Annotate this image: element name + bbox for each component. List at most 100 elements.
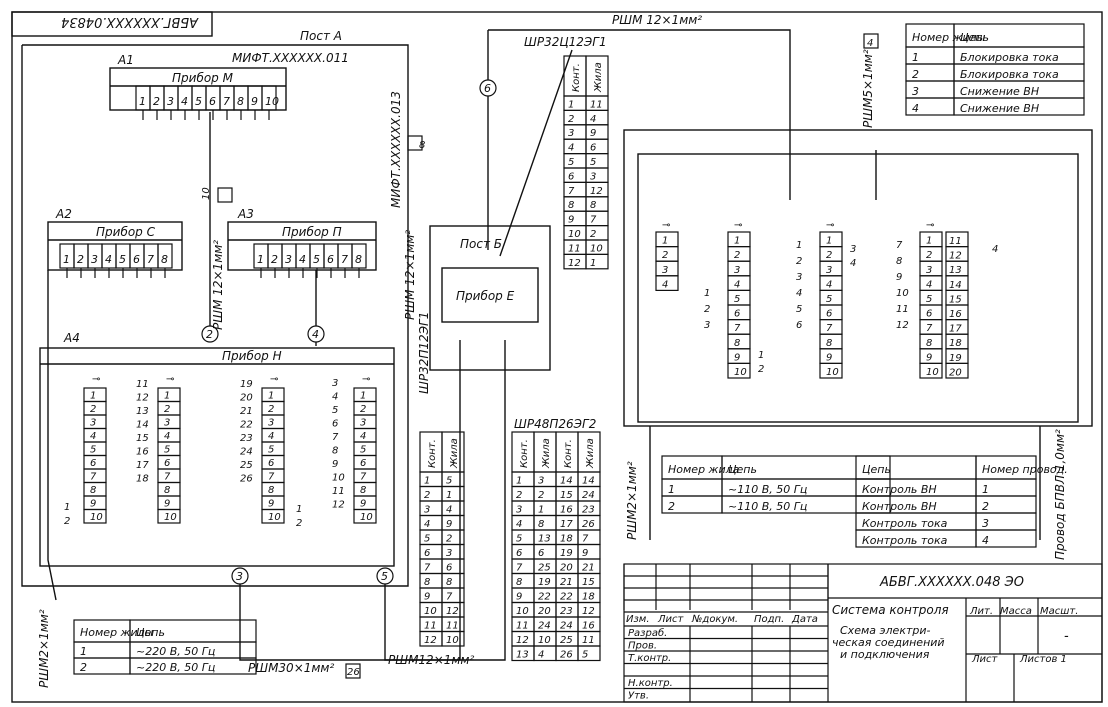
shr48-value: 21 xyxy=(560,577,573,588)
h-block-4-label: 6 xyxy=(360,458,366,469)
shr32-value: 1 xyxy=(568,99,574,110)
h-block-1-label: 10 xyxy=(90,512,103,523)
right-block-4-cell xyxy=(919,362,943,379)
h-block-3-wire-label: 24 xyxy=(240,447,253,458)
shr32-value: 2 xyxy=(590,229,596,240)
shr32p-value: 9 xyxy=(424,592,430,603)
table-right-header: Номер провод. xyxy=(982,463,1068,476)
table-mid-header: Цепь xyxy=(728,463,757,476)
shr32-title: ШР32Ц12ЭГ1 xyxy=(524,35,607,49)
table-right-value: 4 xyxy=(982,534,989,547)
device-m-pin-label: 8 xyxy=(237,95,244,108)
title-col-header: Подп. xyxy=(754,614,784,625)
right-block-2-label: 6 xyxy=(734,309,740,320)
shr32-value: 3 xyxy=(590,171,596,182)
device-c-pin-label: 7 xyxy=(147,253,154,266)
shr48-value: 11 xyxy=(516,621,529,632)
shr48-value: 24 xyxy=(538,621,551,632)
shr32p-header: Жила xyxy=(449,438,460,469)
h-block-3-label: 1 xyxy=(268,391,274,402)
h-block-2-wire-label: 11 xyxy=(136,379,149,390)
h-block-2-label: 3 xyxy=(164,418,170,429)
title-sheet: Лист xyxy=(971,654,999,665)
shr48-value: 11 xyxy=(582,635,595,646)
right-block-4-label: 10 xyxy=(926,367,939,378)
shr32-value: 3 xyxy=(568,128,574,139)
h-block-2-wire-label: 15 xyxy=(136,433,149,444)
shr48-value: 2 xyxy=(516,490,522,501)
right-block-4-right-label: 17 xyxy=(949,324,962,335)
right-block-4-label: 8 xyxy=(926,338,932,349)
table-mid-cell xyxy=(721,495,891,514)
h-block-4-wire-label: 11 xyxy=(332,486,345,497)
device-p-doc: МИФТ.XXXXXX.013 xyxy=(389,91,403,208)
cable-top: РШМ 12×1мм² xyxy=(612,13,702,27)
device-c-pin-label: 1 xyxy=(63,253,70,266)
shr48-value: 8 xyxy=(538,519,544,530)
h-block-4-wire-label: 5 xyxy=(332,405,338,416)
right-block-4-extra-label: 4 xyxy=(992,244,998,255)
shr32-value: 5 xyxy=(590,157,596,168)
right-block-1-label: 1 xyxy=(662,236,668,247)
shr32-header: Жила xyxy=(593,62,604,93)
shr32p-value: 10 xyxy=(424,606,437,617)
title-block xyxy=(623,563,1103,703)
node-5-label: 5 xyxy=(381,570,388,583)
right-block-3-label: 9 xyxy=(826,352,832,363)
shr48-value: 12 xyxy=(516,635,529,646)
h-block-2-wire-label: 13 xyxy=(136,406,149,417)
device-c-name: Прибор С xyxy=(96,225,156,239)
shr32p-value: 8 xyxy=(446,577,452,588)
device-p-pin-label: 3 xyxy=(285,253,292,266)
node-6 xyxy=(479,79,497,97)
shr48-value: 10 xyxy=(538,635,551,646)
table-top-value: 4 xyxy=(912,102,919,115)
right-block-2-left-label: 3 xyxy=(704,320,710,331)
title-mass: Масса xyxy=(1000,606,1032,617)
shr32p-value: 6 xyxy=(424,548,430,559)
shr32p-value: 2 xyxy=(424,490,430,501)
device-p-pin-label: 2 xyxy=(271,253,278,266)
shr32-value: 8 xyxy=(568,200,574,211)
right-block-3-left-label: 1 xyxy=(796,240,802,251)
shr48-value: 1 xyxy=(538,505,544,516)
h-block-3-wire-label: 26 xyxy=(240,474,253,485)
right-block-4-right-label: 19 xyxy=(949,353,962,364)
h-block-2-label: 6 xyxy=(164,458,170,469)
right-panel-outer xyxy=(623,129,1093,427)
title-scale-value: - xyxy=(1064,629,1069,644)
table-left-value: 2 xyxy=(80,661,87,674)
shr32p-title: ШР32П12ЭГ1 xyxy=(417,312,431,394)
h-block-3-label: 8 xyxy=(268,485,274,496)
right-block-2-left-label: 1 xyxy=(704,288,710,299)
right-block-3-terminal-icon: ⊸ xyxy=(826,220,834,231)
shr48-value: 23 xyxy=(582,505,595,516)
right-block-4-left-label: 10 xyxy=(896,288,909,299)
shr32p-value: 12 xyxy=(446,606,459,617)
shr32p-value: 8 xyxy=(424,577,430,588)
shr32p-value: 3 xyxy=(446,548,452,559)
sheet-frame xyxy=(11,11,1103,703)
h-block-3-cell xyxy=(261,508,285,524)
device-m-name: Прибор М xyxy=(172,71,234,85)
h-block-3-wire-label: 20 xyxy=(240,393,253,404)
right-block-4-right-label: 14 xyxy=(949,280,962,291)
device-p-ref: А3 xyxy=(237,207,254,221)
h-block-3-side-label: 2 xyxy=(296,518,302,529)
shr32p-value: 4 xyxy=(446,505,452,516)
table-top-header: Цепь xyxy=(960,31,989,44)
right-block-3-left-label: 5 xyxy=(796,304,802,315)
node-5 xyxy=(376,567,394,585)
right-block-2-label: 2 xyxy=(734,250,740,261)
h-block-4-wire-label: 12 xyxy=(332,500,345,511)
shr48-value: 6 xyxy=(538,548,544,559)
title-sub-2: ческая соединений xyxy=(832,636,945,649)
post-b-label: Пост Б xyxy=(460,237,502,251)
node-2-label: 2 xyxy=(206,328,213,341)
table-right-value: Контроль ВН xyxy=(862,483,937,496)
cable-num-box xyxy=(217,187,233,203)
h-block-2-label: 10 xyxy=(164,512,177,523)
device-p-pin-label: 5 xyxy=(313,253,320,266)
shr48-value: 18 xyxy=(582,592,595,603)
right-block-4-right-label: 13 xyxy=(949,265,962,276)
